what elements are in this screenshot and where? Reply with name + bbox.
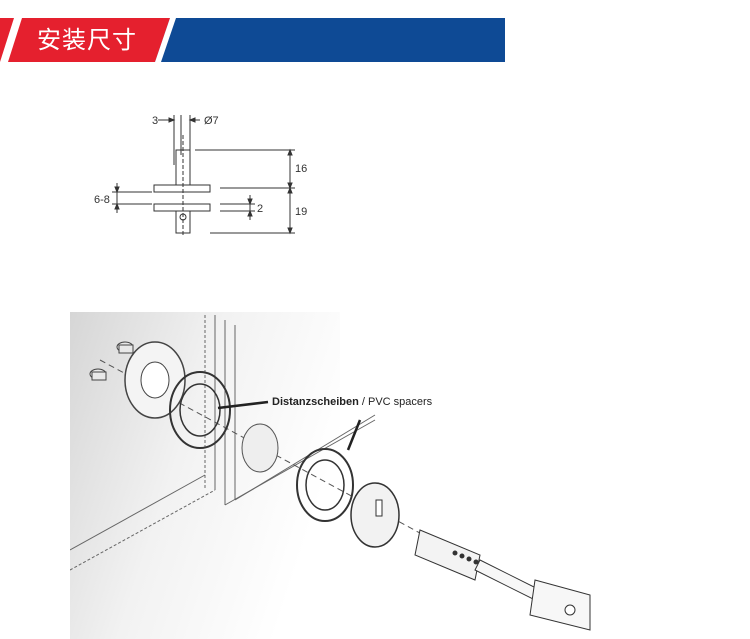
spacer-ring-front <box>169 371 231 449</box>
rear-rosette <box>350 482 400 548</box>
spacer-ring-rear <box>296 448 354 522</box>
section-header: 安装尺寸 <box>0 18 505 62</box>
key-icon <box>474 559 591 631</box>
callout-line-rear <box>346 419 362 451</box>
diameter-label: Ø7 <box>204 115 219 127</box>
upper-height-label: 16 <box>295 163 307 175</box>
section-title: 安装尺寸 <box>37 26 137 54</box>
lower-height-label: 19 <box>295 206 307 218</box>
callout-separator: / <box>359 396 368 408</box>
spacers-callout: Distanzscheiben / PVC spacers <box>272 396 433 408</box>
cabinet-panel <box>70 315 376 571</box>
header-background <box>0 18 505 62</box>
spacer-thickness-label: 2 <box>257 203 263 215</box>
mounting-hole <box>241 423 279 473</box>
callout-text: PVC spacers <box>368 396 433 408</box>
screw-icon <box>89 341 134 381</box>
thickness-range-label: 6-8 <box>94 194 110 206</box>
callout-line-front <box>217 400 269 410</box>
lock-cylinder <box>414 529 481 581</box>
dimension-drawing: 3 Ø7 16 19 6-8 2 <box>94 115 307 235</box>
front-rosette <box>124 341 186 419</box>
callout-bold: Distanzscheiben <box>272 396 359 408</box>
installation-diagram: Distanzscheiben / PVC spacers <box>70 290 750 639</box>
gap-label: 3 <box>152 115 158 127</box>
